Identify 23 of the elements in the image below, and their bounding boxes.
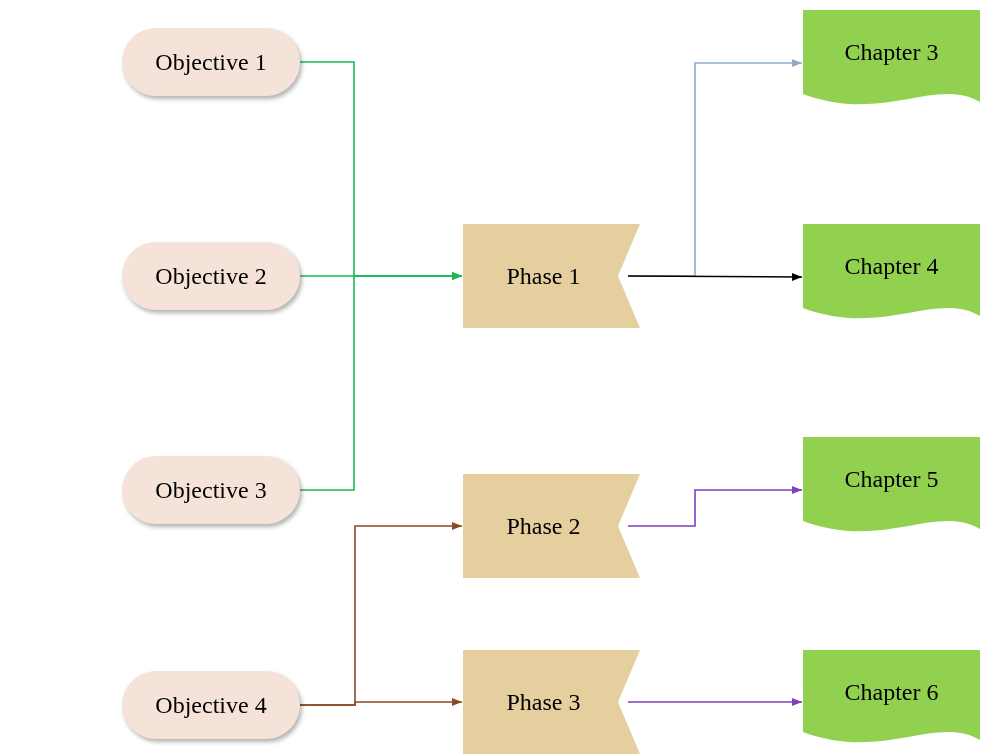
arrow [627,486,803,527]
node-label: Phase 1 [506,262,581,291]
node-label: Objective 4 [155,691,267,720]
node-label: Phase 3 [506,688,581,717]
phase-box [463,650,640,754]
node-label: Chapter 6 [844,678,939,707]
objective-pill [122,671,300,739]
arrow [627,272,803,281]
phase-box [463,224,640,328]
node-label: Chapter 3 [844,38,939,67]
node-label: Chapter 5 [844,465,939,494]
node-label: Objective 1 [155,48,267,77]
node-label: Objective 3 [155,476,267,505]
node-label: Objective 2 [155,262,267,291]
arrow [299,698,463,706]
node-label: Phase 2 [506,512,581,541]
objective-pill [122,242,300,310]
node-label: Chapter 4 [844,252,939,281]
objective-pill [122,456,300,524]
objective-pill [122,28,300,96]
arrow [299,272,463,491]
arrow [627,698,803,706]
phase-box [463,474,640,578]
